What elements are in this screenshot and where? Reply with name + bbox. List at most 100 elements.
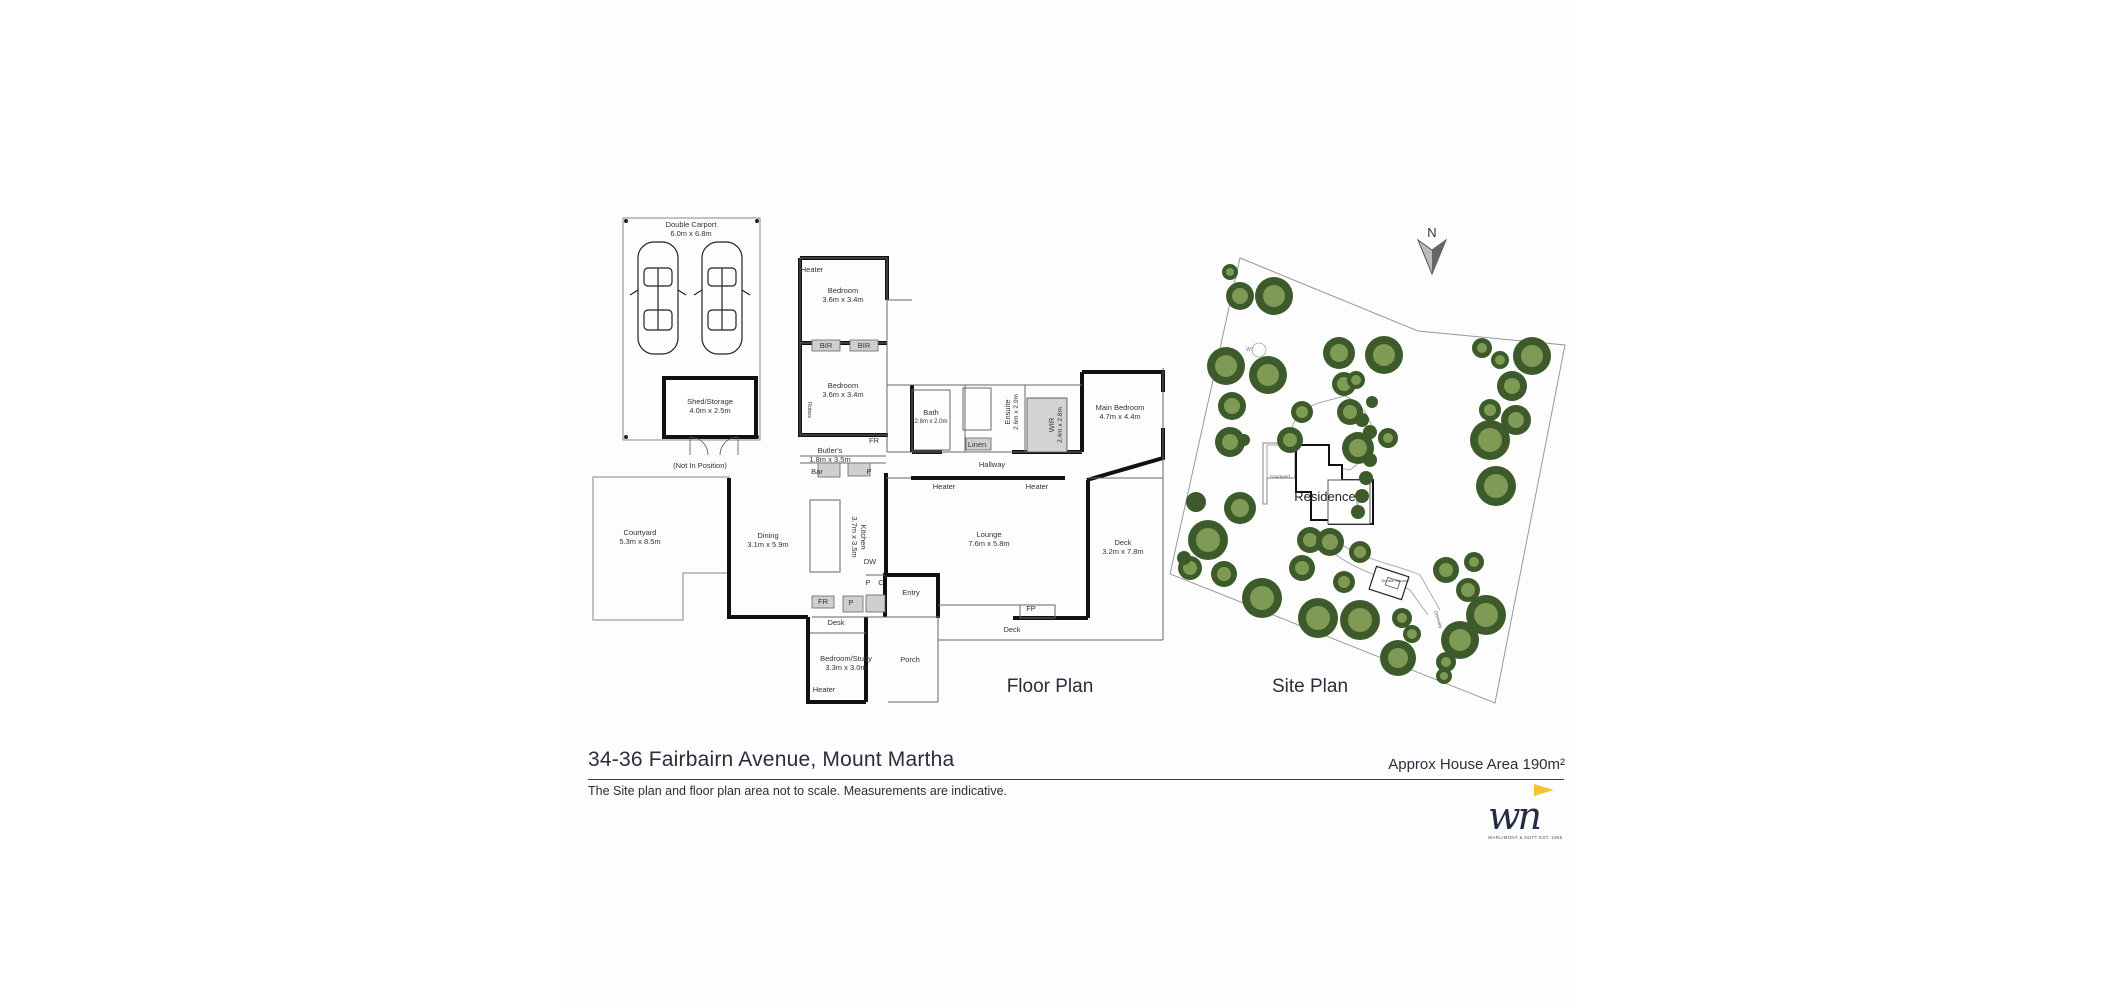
property-address: 34-36 Fairbairn Avenue, Mount Martha	[588, 748, 955, 771]
tree-icon	[1242, 578, 1282, 618]
fixtures	[811, 339, 992, 613]
palm-icon	[1355, 489, 1369, 503]
tree-icon	[1470, 420, 1510, 460]
plan-sheet	[565, 0, 1570, 1008]
deck-name: Deck	[1114, 538, 1131, 547]
tree-icon	[1476, 466, 1516, 506]
residence-label: Residence	[1294, 489, 1355, 504]
wir-name: WIR	[1047, 417, 1056, 432]
tree-icon	[1224, 492, 1256, 524]
courtyard: Courtyard 5.3m x 8.5m	[592, 476, 730, 621]
site-courtyard-label: Courtyard	[1270, 474, 1290, 479]
bath-dims: 2.8m x 2.0m	[914, 419, 947, 425]
palm-icon	[1359, 471, 1373, 485]
tree-icon	[1323, 337, 1355, 369]
study-dims: 3.3m x 3.0m	[825, 663, 866, 672]
robes-label: Robes	[806, 402, 812, 418]
tree-icon	[1433, 557, 1459, 583]
tree-icon	[1403, 625, 1421, 643]
site-carport: Double Carport Driveway	[1368, 565, 1444, 630]
dining-dims: 3.1m x 5.9m	[747, 540, 788, 549]
deck-front-label: Deck	[1003, 625, 1020, 634]
tree-icon	[1298, 598, 1338, 638]
bedroom1-dims: 3.6m x 3.4m	[822, 295, 863, 304]
tree-icon	[1378, 428, 1398, 448]
bath-name: Bath	[923, 408, 938, 417]
tree-icon	[1218, 392, 1246, 420]
palm-icon	[1177, 551, 1191, 565]
house-walls	[727, 256, 1165, 704]
lounge-dims: 7.6m x 5.8m	[968, 539, 1009, 548]
tree-icon	[1380, 640, 1416, 676]
tree-icon	[1501, 405, 1531, 435]
fr-label: FR	[818, 597, 829, 606]
floor-plan-labels: Heater Bedroom 3.6m x 3.4m BIR BIR Bedro…	[747, 265, 1144, 694]
logo-mark: wn	[1488, 794, 1542, 838]
divider	[588, 779, 1564, 780]
shed-note: (Not In Position)	[673, 461, 727, 470]
residence: Residence Courtyard Deck	[1262, 442, 1374, 525]
bir-label: BIR	[820, 341, 833, 350]
bar-label: Bar	[811, 467, 823, 476]
dw-label: DW	[864, 557, 877, 566]
lounge-name: Lounge	[976, 530, 1001, 539]
site-carport-label: Double Carport	[1381, 578, 1409, 583]
entry-label: Entry	[902, 588, 920, 597]
palm-icon	[1186, 492, 1206, 512]
tree-icon	[1513, 337, 1551, 375]
tree-icon	[1316, 528, 1344, 556]
tree-icon	[1466, 595, 1506, 635]
floor-plan-label: Floor Plan	[1007, 676, 1094, 697]
tree-icon	[1291, 401, 1313, 423]
disclaimer-note: The Site plan and floor plan area not to…	[588, 784, 1007, 798]
tree-icon	[1211, 561, 1237, 587]
house-area: Approx House Area 190m²	[1388, 756, 1565, 773]
shed-storage: Shed/Storage 4.0m x 2.5m (Not In Positio…	[662, 376, 758, 470]
kitchen-name: Kitchen	[859, 524, 868, 549]
main-bedroom-name: Main Bedroom	[1096, 403, 1145, 412]
palm-icon	[1363, 425, 1377, 439]
tree-icon	[1349, 541, 1371, 563]
carport: Double Carport 6.0m x 6.8m	[622, 217, 761, 441]
tree-icon	[1436, 652, 1456, 672]
car-icon	[693, 241, 751, 355]
main-bedroom-dims: 4.7m x 4.4m	[1099, 412, 1140, 421]
tree-icon	[1340, 600, 1380, 640]
flag-icon	[1534, 784, 1554, 796]
palm-icon	[1351, 505, 1365, 519]
tree-icon	[1215, 427, 1245, 457]
tree-icon	[1441, 621, 1479, 659]
tree-icon	[1347, 371, 1365, 389]
tree-icon	[1277, 427, 1303, 453]
tree-icon	[1464, 552, 1484, 572]
tree-icon	[1365, 336, 1403, 374]
bedroom2-name: Bedroom	[828, 381, 858, 390]
pantry-label: P	[848, 598, 853, 607]
tree-icon	[1297, 527, 1323, 553]
porch-label: Porch	[900, 655, 920, 664]
tree-icon	[1479, 399, 1501, 421]
shed-dims: 4.0m x 2.5m	[689, 406, 730, 415]
tree-icon	[1226, 282, 1254, 310]
hallway-label: Hallway	[979, 460, 1006, 469]
tree-icon	[1289, 555, 1315, 581]
pantry-label: P	[866, 467, 871, 476]
tree-icon	[1392, 608, 1412, 628]
north-arrow-icon: N	[1416, 225, 1448, 276]
floor-plan: Double Carport 6.0m x 6.8m Shed/S	[592, 217, 1165, 704]
ensuite-name: Ensuite	[1003, 399, 1012, 424]
heater-label: Heater	[813, 685, 836, 694]
trees	[1177, 264, 1551, 684]
palm-icon	[1363, 453, 1377, 467]
interior-lines	[799, 257, 1164, 703]
tree-icon	[1491, 351, 1509, 369]
wt-label: WT	[1246, 347, 1254, 353]
carport-dims: 6.0m x 6.8m	[670, 229, 711, 238]
linen-label: Linen	[968, 440, 986, 449]
carport-name: Double Carport	[666, 220, 718, 229]
butlers-name: Butler's	[818, 446, 843, 455]
courtyard-dims: 5.3m x 8.5m	[619, 537, 660, 546]
palm-icon	[1366, 396, 1378, 408]
shed-name: Shed/Storage	[687, 397, 733, 406]
